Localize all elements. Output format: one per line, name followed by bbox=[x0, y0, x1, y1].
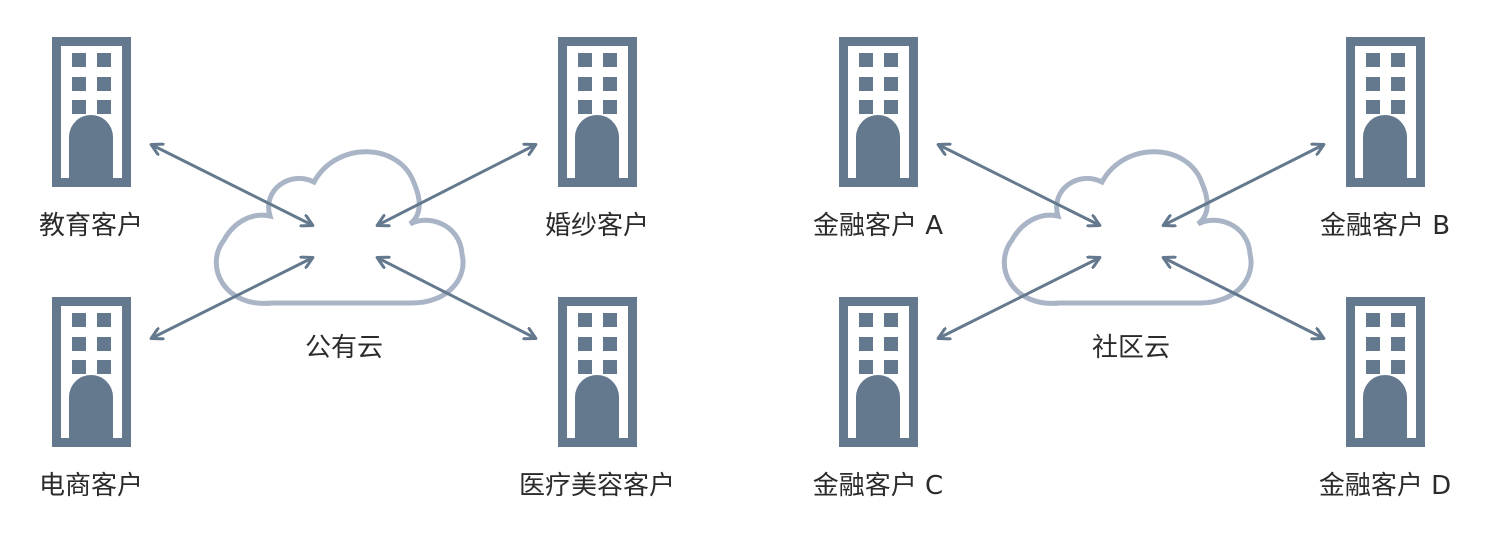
office-building-icon bbox=[1346, 37, 1425, 187]
office-building-icon bbox=[558, 297, 637, 447]
arrow-education bbox=[152, 145, 312, 225]
community-cloud-arrows bbox=[939, 145, 1323, 338]
client-label-finance-d: 金融客户 D bbox=[1319, 471, 1451, 501]
client-label-finance-c: 金融客户 C bbox=[813, 471, 943, 501]
public-cloud-group: 公有云 教育客户 婚纱客户 电商客户 医疗美容客户 bbox=[39, 37, 675, 501]
arrow-finance-c bbox=[939, 258, 1099, 338]
office-building-icon bbox=[52, 297, 131, 447]
public-cloud-arrows bbox=[152, 145, 535, 338]
office-building-icon bbox=[839, 297, 918, 447]
arrow-finance-b bbox=[1164, 145, 1323, 225]
client-label-finance-b: 金融客户 B bbox=[1320, 211, 1450, 241]
community-cloud-icon bbox=[1004, 152, 1251, 304]
arrow-finance-d bbox=[1164, 258, 1323, 338]
client-label-wedding: 婚纱客户 bbox=[545, 211, 649, 241]
office-building-icon bbox=[839, 37, 918, 187]
public-cloud-icon bbox=[216, 152, 463, 304]
community-cloud-label: 社区云 bbox=[1092, 333, 1170, 363]
client-label-finance-a: 金融客户 A bbox=[813, 211, 943, 241]
office-building-icon bbox=[558, 37, 637, 187]
client-label-medical: 医疗美容客户 bbox=[519, 471, 675, 501]
public-cloud-label: 公有云 bbox=[305, 333, 383, 363]
community-cloud-group: 社区云 金融客户 A 金融客户 B 金融客户 C 金融客户 D bbox=[813, 37, 1451, 501]
arrow-ecommerce bbox=[152, 258, 312, 338]
client-label-ecommerce: 电商客户 bbox=[39, 471, 143, 501]
office-building-icon bbox=[52, 37, 131, 187]
arrow-wedding bbox=[378, 145, 535, 225]
arrow-finance-a bbox=[939, 145, 1099, 225]
arrow-medical bbox=[378, 258, 535, 338]
office-building-icon bbox=[1346, 297, 1425, 447]
client-label-education: 教育客户 bbox=[39, 211, 143, 241]
